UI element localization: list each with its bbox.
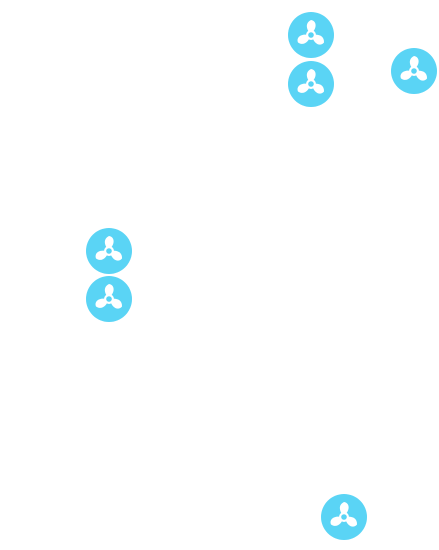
- fan-icon: [321, 494, 367, 540]
- fan-icon: [86, 228, 132, 274]
- fan-icon: [391, 48, 437, 94]
- fan-icon: [288, 61, 334, 107]
- fan-marker[interactable]: [288, 12, 334, 58]
- fan-marker[interactable]: [288, 61, 334, 107]
- fan-marker[interactable]: [321, 494, 367, 540]
- fan-marker[interactable]: [86, 276, 132, 322]
- fan-icon: [86, 276, 132, 322]
- fan-icon: [288, 12, 334, 58]
- fan-marker[interactable]: [391, 48, 437, 94]
- fan-marker[interactable]: [86, 228, 132, 274]
